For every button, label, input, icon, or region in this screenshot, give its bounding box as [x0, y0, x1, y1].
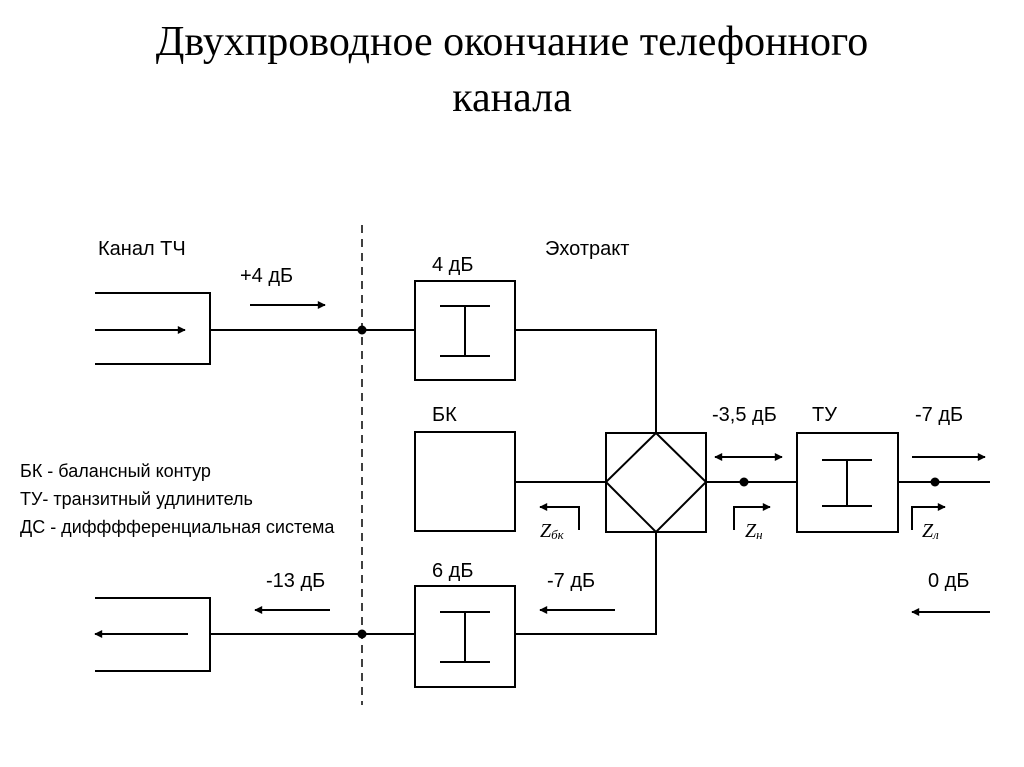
bk-label: БК [432, 404, 457, 426]
hybrid-box [605, 432, 707, 533]
tu-out-level-label: -7 дБ [915, 404, 963, 426]
z-n-bracket [733, 503, 771, 530]
line-in-level-label: 0 дБ [928, 570, 969, 592]
title-line-2: канала [452, 75, 572, 121]
transit-attenuator-symbol [822, 459, 872, 507]
wire-hybrid-to-bottom-amp [515, 532, 657, 635]
legend-item-tu: ТУ- транзитный удлинитель [20, 489, 253, 509]
amplifier-bottom-symbol [440, 611, 490, 663]
z-bk-bracket [539, 503, 580, 530]
channel-label: Канал ТЧ [98, 238, 186, 260]
hybrid-out-level-label: -3,5 дБ [712, 404, 777, 426]
slide-title: Двухпроводное окончание телефонного кана… [0, 14, 1024, 126]
hybrid-diamond [604, 431, 708, 534]
amplifier-top-symbol [440, 305, 490, 357]
amplifier-top-box [414, 280, 516, 381]
echo-path-label: Эхотракт [545, 238, 629, 260]
z-bk-label: Zбк [540, 520, 565, 542]
legend-item-ds: ДС - дифффференциальная система [20, 517, 335, 537]
junction-dot-hybrid-out [739, 477, 749, 487]
junction-dot-tx [357, 325, 367, 335]
z-n-label: Zн [745, 520, 763, 542]
z-l-bracket [911, 503, 946, 530]
rx-level-label: -13 дБ [266, 570, 325, 592]
bottom-amp-gain-label: 6 дБ [432, 560, 473, 582]
tx-level-label: +4 дБ [240, 265, 293, 287]
junction-dot-rx [357, 629, 367, 639]
tu-label: ТУ [812, 404, 837, 426]
legend: БК - балансный контур ТУ- транзитный удл… [20, 461, 335, 537]
channel-tx-box [95, 292, 211, 365]
junction-dot-tu-out [930, 477, 940, 487]
bottom-amp-level-label: -7 дБ [547, 570, 595, 592]
title-line-1: Двухпроводное окончание телефонного [155, 19, 869, 65]
top-amp-gain-label: 4 дБ [432, 254, 473, 276]
wire-top-amp-to-hybrid [515, 329, 657, 433]
z-l-label: Zл [922, 520, 939, 542]
amplifier-bottom-box [414, 585, 516, 688]
balance-network-box [414, 431, 516, 532]
legend-item-bk: БК - балансный контур [20, 461, 211, 481]
